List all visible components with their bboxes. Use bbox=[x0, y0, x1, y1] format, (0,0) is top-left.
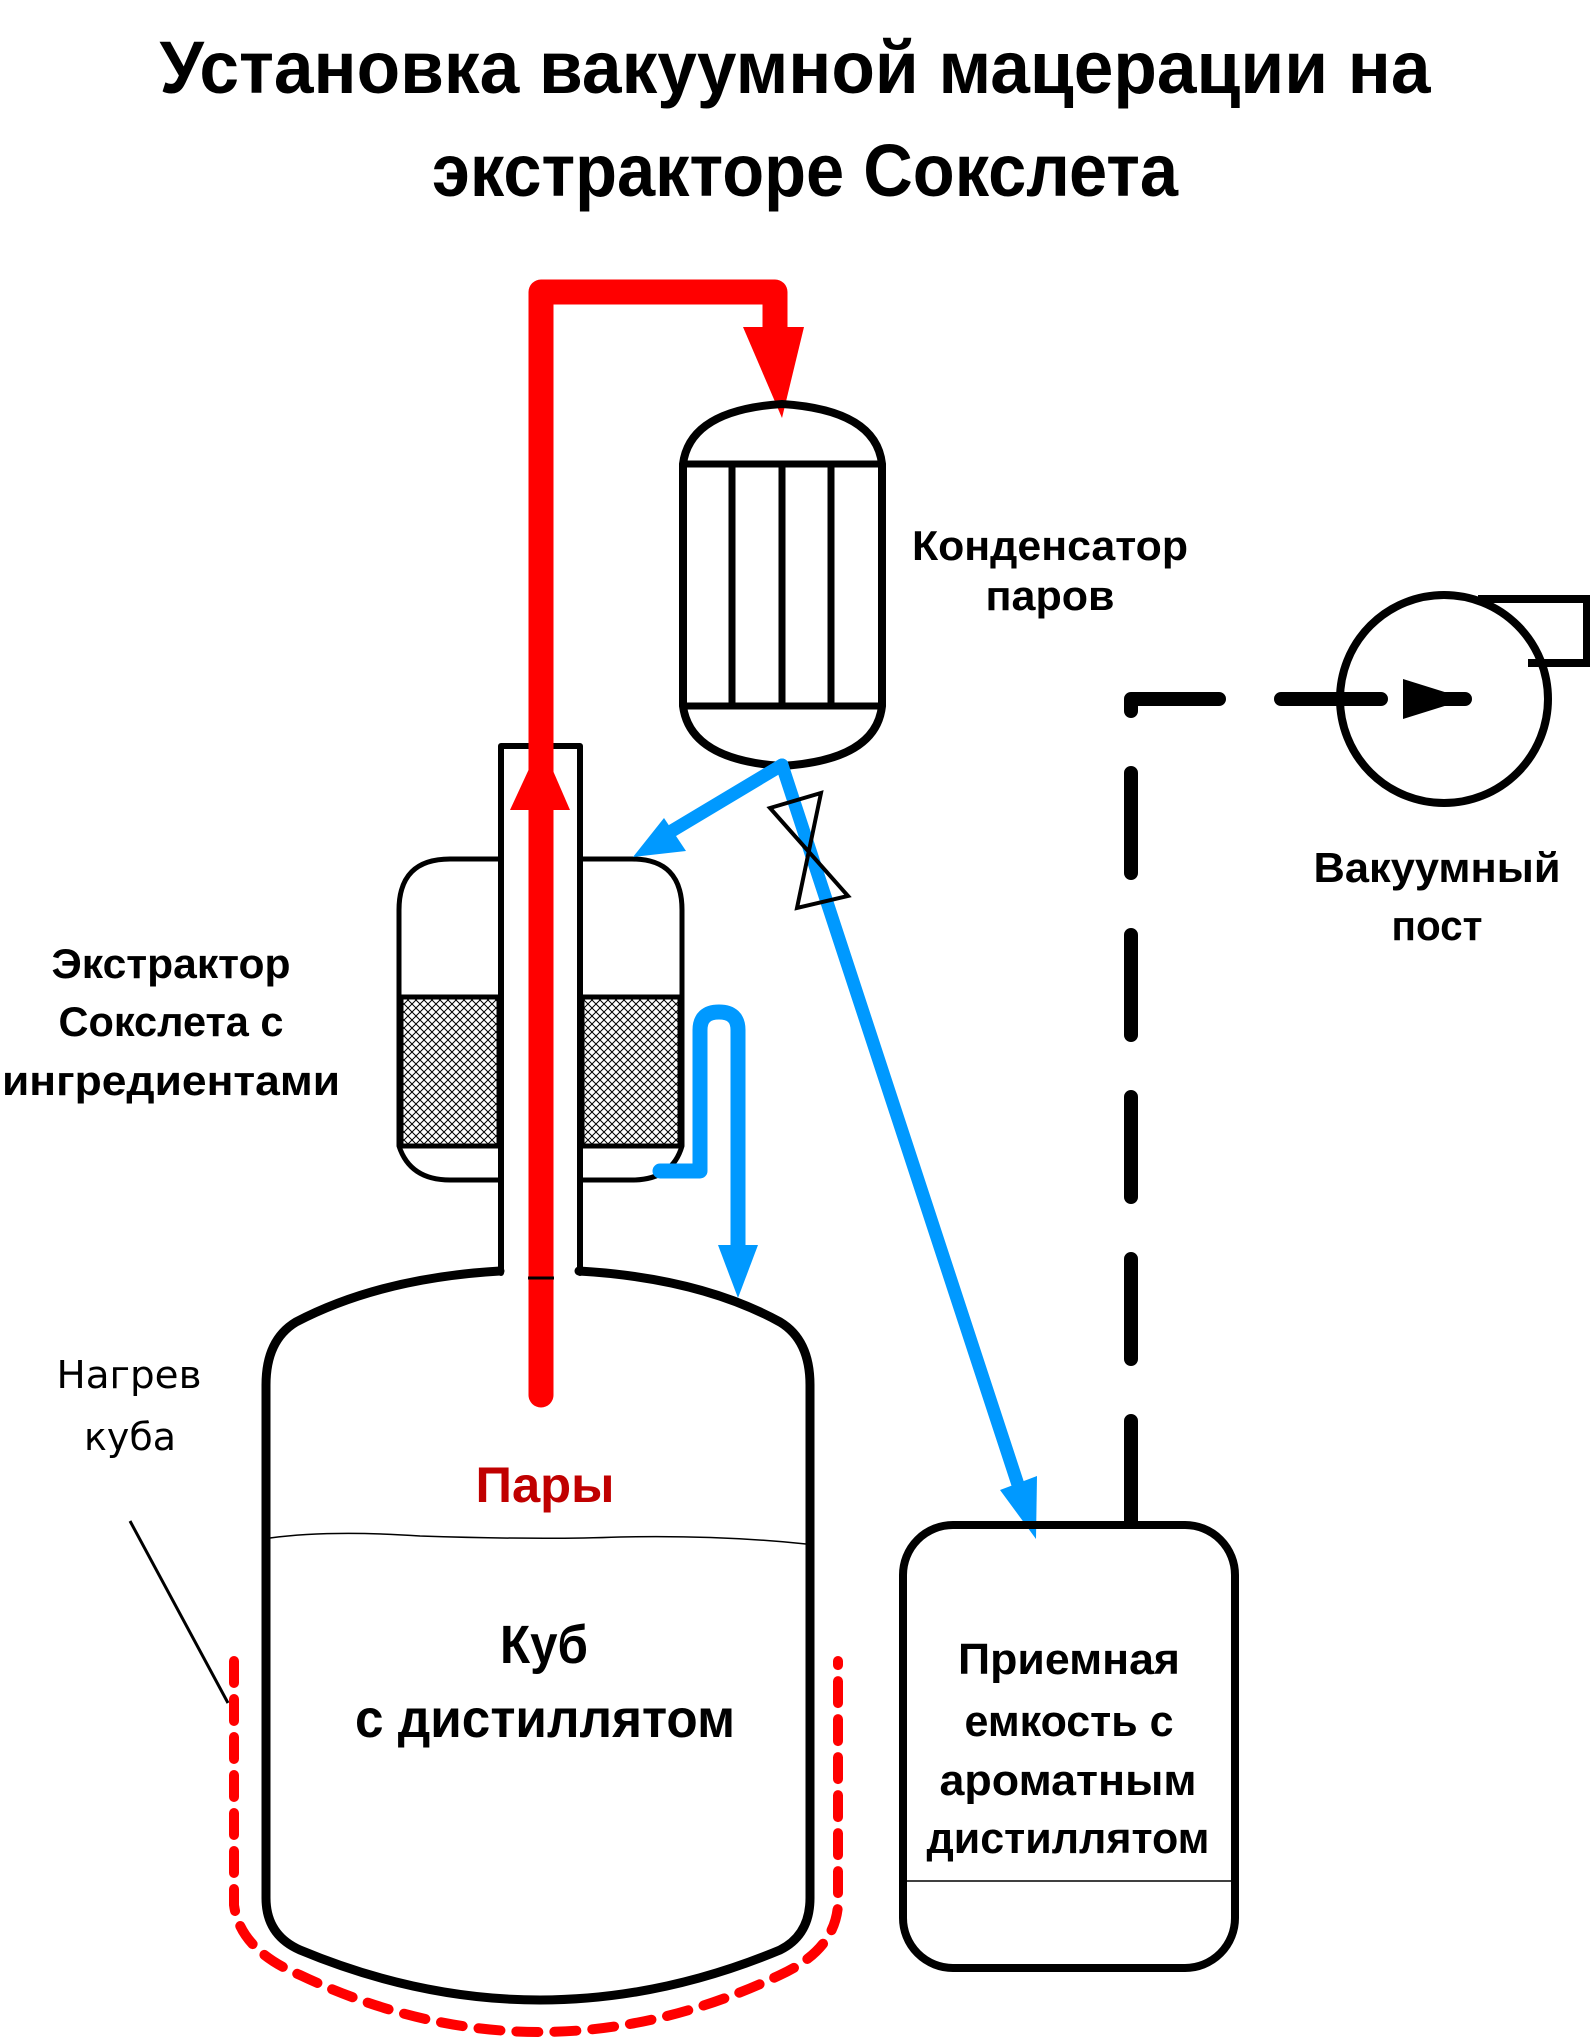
title-line-1: Установка вакуумной мацерации на bbox=[160, 26, 1432, 109]
valve-icon[interactable] bbox=[766, 790, 852, 911]
extractor-label-2: Сокслета с bbox=[59, 998, 284, 1045]
heating-label-2: куба bbox=[84, 1415, 176, 1459]
heating-leader-line bbox=[128, 1520, 230, 1704]
heating-label-1: Нагрев bbox=[57, 1353, 202, 1397]
vapor-line bbox=[528, 279, 788, 1408]
extractor-label-3: ингредиентами bbox=[2, 1057, 340, 1104]
still-vessel bbox=[261, 1266, 815, 2005]
vacuum-label-1: Вакуумный bbox=[1314, 844, 1561, 891]
condenser-label-1: Конденсатор bbox=[912, 522, 1188, 569]
vacuum-label-2: пост bbox=[1392, 902, 1483, 949]
still-heater bbox=[229, 1656, 843, 2038]
vapor-arrow-down-icon bbox=[743, 327, 804, 418]
still-liquid-level bbox=[269, 1532, 807, 1545]
receiver-label-2: емкость с bbox=[965, 1697, 1174, 1746]
vapors-label: Пары bbox=[476, 1457, 615, 1513]
condenser-label-2: паров bbox=[986, 572, 1115, 619]
vacuum-pump-outlet bbox=[1478, 595, 1590, 667]
ingredients-right bbox=[579, 994, 683, 1149]
receiver-vessel bbox=[899, 1521, 1239, 1972]
title-line-2: экстракторе Сокслета bbox=[432, 129, 1179, 212]
receiver-label-4: дистиллятом bbox=[927, 1814, 1210, 1863]
still-label-2: с дистиллятом bbox=[355, 1689, 735, 1749]
distillate-arrow-icon bbox=[1000, 1476, 1037, 1539]
vacuum-pump-icon[interactable] bbox=[1336, 591, 1552, 807]
extractor-label-1: Экстрактор bbox=[52, 940, 291, 987]
vacuum-line bbox=[1124, 692, 1472, 1528]
extractor-body-right bbox=[577, 856, 685, 1183]
still-label-1: Куб bbox=[500, 1615, 588, 1675]
siphon-line bbox=[652, 1004, 746, 1258]
extractor-body-left bbox=[396, 856, 504, 1183]
reflux-arrow-icon bbox=[633, 818, 686, 857]
vapor-arrow-up-icon bbox=[510, 743, 570, 810]
vacuum-arrow-icon bbox=[1403, 679, 1467, 719]
distillate-line bbox=[775, 758, 1031, 1510]
ingredients-left bbox=[398, 994, 502, 1149]
siphon-arrow-icon bbox=[718, 1245, 758, 1298]
reflux-line bbox=[658, 758, 789, 842]
receiver-label-3: ароматным bbox=[940, 1756, 1197, 1805]
receiver-label-1: Приемная bbox=[958, 1635, 1180, 1684]
